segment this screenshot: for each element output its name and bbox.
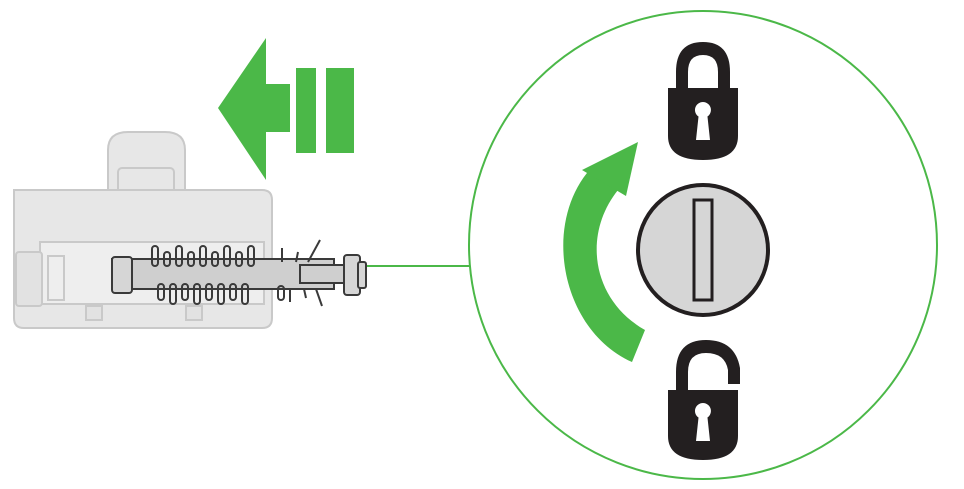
- padlock-open-shackle: [676, 340, 740, 392]
- padlock-open-keyhole: [694, 403, 711, 441]
- end-cap-slot: [692, 198, 714, 302]
- arrow-left-bar-2: [326, 68, 354, 153]
- end-cap-knob: [357, 261, 367, 289]
- rotate-arrow-band: [563, 165, 645, 362]
- rotate-arrow-head: [582, 142, 638, 196]
- padlock-closed-shackle: [676, 42, 730, 90]
- end-cap-slot-icon: [636, 183, 770, 317]
- padlock-closed-keyhole: [694, 102, 711, 140]
- cleaner-head-foot-right: [185, 305, 203, 321]
- cleaner-head-side-panel: [15, 251, 43, 307]
- brush-bar: [111, 239, 345, 307]
- brush-tufts-exposed: [277, 239, 323, 307]
- cleaner-head-side-window: [47, 255, 65, 301]
- end-cap: [343, 254, 367, 296]
- brush-bar-shaft: [299, 264, 345, 284]
- arrow-left-bar-1: [296, 68, 316, 153]
- arrow-left-icon: [218, 38, 354, 180]
- padlock-open-icon: [668, 340, 740, 460]
- arrow-left-head: [218, 38, 290, 180]
- rotate-arrow-icon: [563, 142, 645, 362]
- brush-bar-left-end: [111, 256, 133, 294]
- brush-bristles: [151, 245, 255, 305]
- padlock-closed-icon: [668, 42, 738, 160]
- cleaner-head-foot-left: [85, 305, 103, 321]
- cleaner-head: [13, 131, 273, 329]
